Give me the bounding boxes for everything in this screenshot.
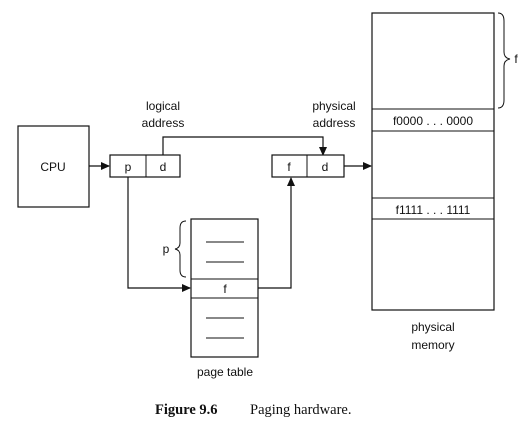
page-table: f xyxy=(190,218,259,358)
logical-address-label-line2: address xyxy=(142,116,185,130)
physical-address-label-line2: address xyxy=(313,116,356,130)
physical-memory-label-line1: physical xyxy=(411,320,454,334)
frame-f-arrow xyxy=(258,177,295,289)
p-index-arrow xyxy=(127,177,191,292)
page-table-p-label: p xyxy=(163,242,170,256)
frame-f-label: f xyxy=(514,52,518,66)
page-table-p-brace xyxy=(174,220,187,278)
figure-number: Figure 9.6 xyxy=(155,402,218,418)
offset-d-arrow xyxy=(162,136,327,156)
frame-start-address: f0000 . . . 0000 xyxy=(393,114,473,128)
logical-address-label-line1: logical xyxy=(146,99,180,113)
logical-p-field: p xyxy=(125,160,132,174)
physical-d-field: d xyxy=(322,160,329,174)
physical-memory: f0000 . . . 0000 f1111 . . . 1111 xyxy=(371,12,495,311)
logical-d-field: d xyxy=(160,160,167,174)
frame-f-brace xyxy=(497,12,511,109)
physical-address-label-line1: physical xyxy=(312,99,355,113)
cpu-label: CPU xyxy=(40,160,65,174)
physical-f-field: f xyxy=(287,160,291,174)
cpu-box: CPU xyxy=(17,125,90,208)
figure-title: Paging hardware. xyxy=(250,402,351,418)
page-table-entry-f: f xyxy=(223,282,227,296)
frame-end-address: f1111 . . . 1111 xyxy=(396,203,471,217)
physical-address-register: f d xyxy=(271,154,345,178)
page-table-label: page table xyxy=(197,365,253,379)
physical-memory-label-line2: memory xyxy=(411,338,454,352)
logical-address-register: p d xyxy=(109,154,181,178)
